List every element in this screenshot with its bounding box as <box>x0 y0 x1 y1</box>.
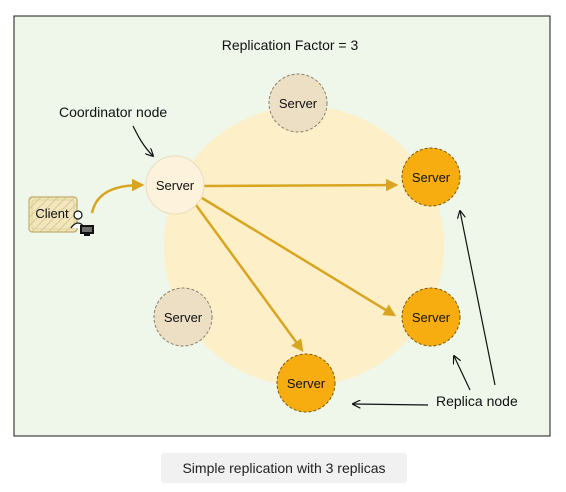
replication-arrow-1 <box>201 178 399 192</box>
server-label: Server <box>412 170 451 185</box>
replication-diagram: Replication Factor = 3 Server Server Ser… <box>13 15 551 437</box>
replica-pointer-arrow-2 <box>454 356 471 391</box>
server-replica-1: Server <box>401 147 461 207</box>
client-request-arrow <box>90 178 145 214</box>
replication-arrow-2 <box>201 196 397 317</box>
replica-pointer-arrow-1 <box>460 211 496 386</box>
server-label: Server <box>279 96 318 111</box>
replica-pointer-arrow-3 <box>353 404 429 405</box>
caption: Simple replication with 3 replicas <box>161 453 407 483</box>
coordinator-node-label: Coordinator node <box>59 104 167 120</box>
server-idle-left: Server <box>153 287 213 347</box>
ring <box>164 106 444 386</box>
diagram-title: Replication Factor = 3 <box>222 37 359 53</box>
replication-arrow-3 <box>194 204 304 353</box>
server-replica-2: Server <box>401 287 461 347</box>
server-label: Server <box>156 178 195 193</box>
server-label: Server <box>412 310 451 325</box>
replica-node-label: Replica node <box>436 393 518 409</box>
server-label: Server <box>164 310 203 325</box>
server-coordinator: Server <box>145 155 205 215</box>
server-idle-top: Server <box>268 73 328 133</box>
server-replica-3: Server <box>276 353 336 413</box>
server-label: Server <box>287 376 326 391</box>
coordinator-pointer-arrow <box>132 125 153 156</box>
client-label: Client <box>35 206 69 221</box>
client-box: Client <box>28 196 78 233</box>
user-computer-icon <box>70 210 94 236</box>
